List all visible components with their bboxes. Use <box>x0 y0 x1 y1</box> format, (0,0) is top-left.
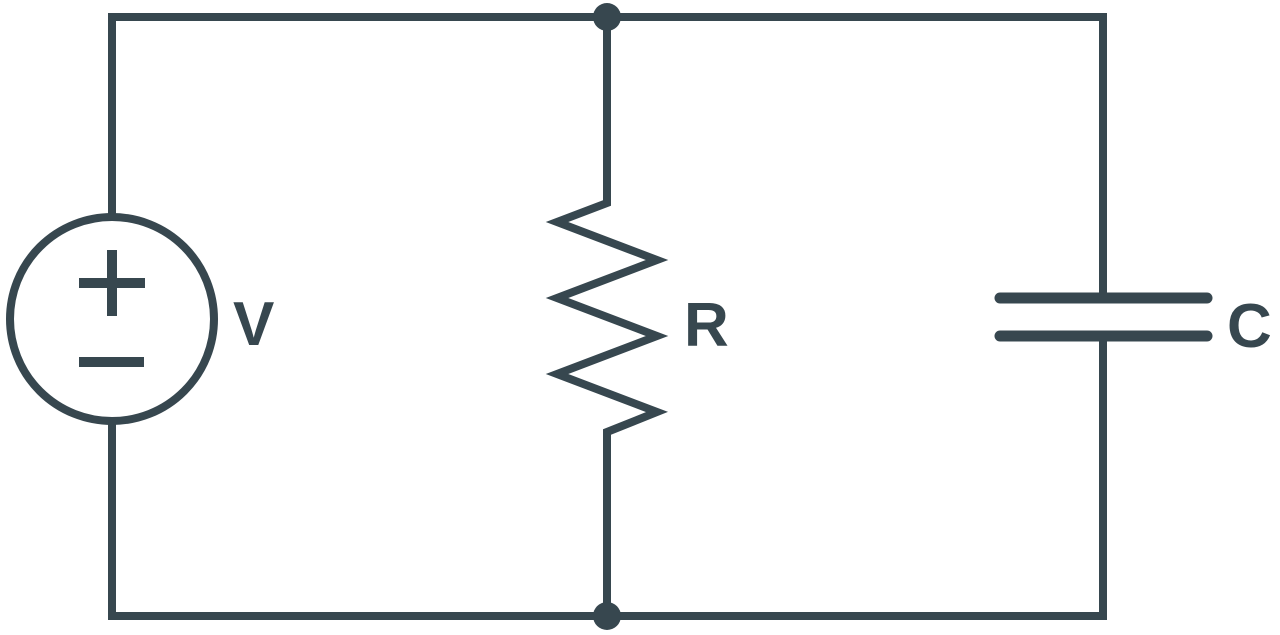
capacitor-label: C <box>1227 292 1272 361</box>
bottom-junction-dot <box>593 602 621 630</box>
capacitor <box>994 292 1213 342</box>
top-junction-dot <box>593 3 621 31</box>
resistor-label: R <box>684 291 729 360</box>
voltage-source-label: V <box>233 290 274 359</box>
resistor-zigzag <box>545 17 669 616</box>
resistor <box>545 17 669 616</box>
voltage-source-circle <box>6 213 218 425</box>
plus-icon <box>79 250 145 316</box>
voltage-source <box>6 213 218 425</box>
